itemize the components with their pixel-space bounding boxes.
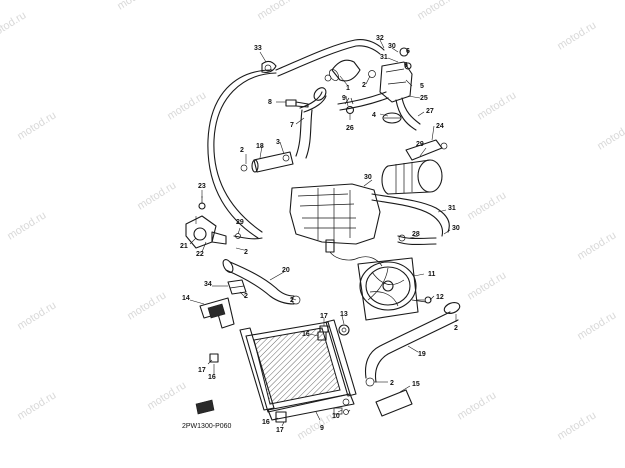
diagram-code: 2PW1300-P060: [182, 423, 232, 430]
callout-2: 2: [240, 147, 244, 154]
watermark-text: motod.ru: [555, 409, 598, 442]
part-drawings: [185, 39, 461, 423]
watermark-text: motod.ru: [415, 0, 458, 23]
callout-20: 20: [282, 267, 290, 274]
callout-2: 2: [244, 249, 248, 256]
callout-25: 25: [420, 95, 428, 102]
callout-19: 19: [418, 351, 426, 358]
callout-12: 12: [436, 294, 444, 301]
callout-16: 16: [302, 331, 310, 338]
watermark-text: motod.ru: [595, 119, 625, 152]
callout-22: 22: [196, 251, 204, 258]
callout-6: 6: [404, 62, 408, 69]
callout-11: 11: [428, 271, 436, 278]
watermark-text: motod.ru: [145, 379, 188, 412]
callout-26: 26: [346, 125, 354, 132]
callout-34: 34: [204, 281, 212, 288]
callout-17: 17: [276, 427, 284, 434]
watermark-text: motod.ru: [0, 9, 28, 42]
callout-14: 14: [182, 295, 190, 302]
callout-33: 33: [254, 45, 262, 52]
callout-3: 3: [276, 139, 280, 146]
callout-21: 21: [180, 243, 188, 250]
callout-17: 17: [320, 313, 328, 320]
callout-2: 2: [290, 297, 294, 304]
callout-13: 13: [340, 311, 348, 318]
callout-15: 15: [412, 381, 420, 388]
watermark-text: motod.ru: [15, 109, 58, 142]
callout-29: 29: [416, 141, 424, 148]
callout-2: 2: [454, 325, 458, 332]
watermark-text: motod.ru: [455, 389, 498, 422]
callout-23: 23: [198, 183, 206, 190]
callout-17: 17: [198, 367, 206, 374]
callout-27: 27: [426, 108, 434, 115]
watermark-text: motod.ru: [5, 209, 48, 242]
callout-30: 30: [452, 225, 460, 232]
callout-8: 8: [268, 99, 272, 106]
watermark-text: motod.ru: [575, 229, 618, 262]
watermark-text: motod.ru: [15, 389, 58, 422]
callout-29: 29: [236, 219, 244, 226]
callout-31: 31: [380, 54, 388, 61]
callout-31: 31: [448, 205, 456, 212]
callout-9: 9: [342, 95, 346, 102]
callout-16: 16: [208, 374, 216, 381]
watermark-text: motod.ru: [135, 179, 178, 212]
watermark-text: motod.ru: [575, 309, 618, 342]
watermark-text: motod.ru: [465, 269, 508, 302]
callout-7: 7: [290, 122, 294, 129]
watermark-text: motod.ru: [15, 299, 58, 332]
callout-2: 2: [390, 380, 394, 387]
watermark-text: motod.ru: [465, 189, 508, 222]
callout-1: 1: [346, 85, 350, 92]
callout-6: 6: [406, 48, 410, 55]
callout-18: 18: [256, 143, 264, 150]
callout-5: 5: [420, 83, 424, 90]
callout-30: 30: [364, 174, 372, 181]
callout-2: 2: [362, 82, 366, 89]
watermark-text: motod.ru: [475, 89, 518, 122]
callout-9: 9: [320, 425, 324, 432]
watermark-text: motod.ru: [115, 0, 158, 13]
watermark-text: motod.ru: [165, 89, 208, 122]
callout-2: 2: [244, 293, 248, 300]
callout-28: 28: [412, 231, 420, 238]
watermark-text: motod.ru: [555, 19, 598, 52]
callout-10: 10: [332, 413, 340, 420]
callout-32: 32: [376, 35, 384, 42]
callout-4: 4: [372, 112, 376, 119]
callout-30: 30: [388, 43, 396, 50]
leader-lines: [189, 39, 457, 427]
callout-24: 24: [436, 123, 444, 130]
watermark-text: motod.ru: [255, 0, 298, 23]
watermark-text: motod.ru: [125, 289, 168, 322]
callout-16: 16: [262, 419, 270, 426]
